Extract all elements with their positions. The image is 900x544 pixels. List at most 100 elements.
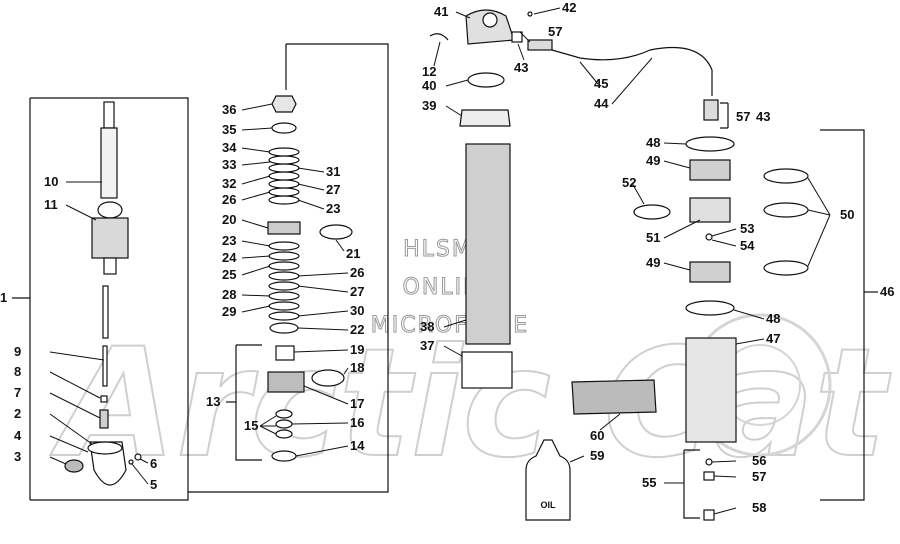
- ld-59: [569, 455, 585, 463]
- ld-18: [343, 367, 349, 375]
- callout-23a: 23: [326, 201, 340, 216]
- callout-3: 3: [14, 449, 21, 464]
- ld-26b: [297, 272, 349, 277]
- ld-33: [241, 161, 271, 166]
- watermark-logo-text: Arctic Cat: [50, 317, 892, 491]
- callout-26a: 26: [222, 192, 236, 207]
- ld-36: [241, 103, 273, 111]
- shim-24: [268, 251, 300, 261]
- body-38: [465, 143, 511, 345]
- callout-33: 33: [222, 157, 236, 172]
- ld-29: [241, 305, 271, 313]
- ld-35: [241, 127, 273, 131]
- ld-53: [711, 228, 737, 237]
- callout-19: 19: [350, 342, 364, 357]
- callout-27b: 27: [350, 284, 364, 299]
- ring-52: [633, 204, 671, 220]
- callout-21: 21: [346, 246, 360, 261]
- callout-26b: 26: [350, 265, 364, 280]
- callout-38: 38: [420, 319, 434, 334]
- callout-29: 29: [222, 304, 236, 319]
- callout-44: 44: [594, 96, 609, 111]
- shim-30: [268, 311, 300, 321]
- ld-60: [599, 413, 621, 431]
- callout-60: 60: [590, 428, 604, 443]
- bumper-19: [275, 345, 295, 361]
- ld-32: [241, 175, 271, 185]
- callout-31: 31: [326, 164, 340, 179]
- sleeve-37: [461, 351, 513, 389]
- callout-46: 46: [880, 284, 894, 299]
- callout-37: 37: [420, 338, 434, 353]
- callout-16: 16: [350, 415, 364, 430]
- hose-45: [551, 46, 713, 96]
- seal-16c: [275, 429, 293, 439]
- callout-25: 25: [222, 267, 236, 282]
- callout-49a: 49: [646, 153, 660, 168]
- bracket-group-55: [683, 449, 700, 519]
- ld-20: [241, 219, 269, 229]
- callout-7: 7: [14, 385, 21, 400]
- ld-3: [49, 456, 67, 465]
- callout-32: 32: [222, 176, 236, 191]
- ld-5: [131, 463, 149, 485]
- ld-12: [433, 41, 441, 67]
- eyelet-top: [87, 441, 123, 455]
- shim-26: [268, 187, 300, 197]
- callout-48a: 48: [646, 135, 660, 150]
- callout-36: 36: [222, 102, 236, 117]
- ld-45: [579, 61, 599, 85]
- pin-9: [102, 345, 108, 387]
- callout-28: 28: [222, 287, 236, 302]
- ld-23a: [297, 199, 325, 210]
- callout-53: 53: [740, 221, 754, 236]
- callout-10: 10: [44, 174, 58, 189]
- collar-39: [459, 109, 511, 127]
- callout-43b: 43: [756, 109, 770, 124]
- ld-16: [291, 422, 349, 425]
- bracket-43b: [720, 102, 729, 129]
- washer-40: [467, 72, 505, 88]
- eyelet-hole: [482, 12, 498, 28]
- callout-11: 11: [44, 197, 58, 212]
- ld-28: [241, 294, 271, 297]
- callout-40: 40: [422, 78, 436, 93]
- callout-52: 52: [622, 175, 636, 190]
- shaft-10: [100, 127, 118, 199]
- oil-label: OIL: [541, 500, 557, 510]
- ld-6: [139, 458, 149, 464]
- callout-2: 2: [14, 406, 21, 421]
- ld-31: [297, 167, 325, 173]
- callout-8: 8: [14, 364, 21, 379]
- shim-23b: [268, 241, 300, 251]
- callout-57c: 57: [752, 469, 766, 484]
- valve-57c: [703, 471, 715, 481]
- cap-58: [703, 509, 715, 521]
- seal-16b: [275, 419, 293, 429]
- ld-11: [65, 204, 97, 221]
- ball-8: [100, 395, 108, 403]
- pin-53: [705, 233, 713, 241]
- callout-48b: 48: [766, 311, 780, 326]
- ring-50a: [763, 168, 809, 184]
- callout-34: 34: [222, 140, 237, 155]
- callout-labels: 1 2 3 4 5 6 7 8 9 10 11 12 13 14 15 16 1…: [0, 0, 894, 515]
- ring-50b: [763, 202, 809, 218]
- callout-5: 5: [150, 477, 157, 492]
- ld-22: [297, 327, 349, 331]
- shaft-collar: [97, 201, 123, 219]
- callout-57b: 57: [736, 109, 750, 124]
- ld-58: [713, 507, 737, 515]
- ring-21: [319, 224, 353, 240]
- callout-42: 42: [562, 0, 576, 15]
- port-43: [511, 31, 523, 43]
- ld-49b: [663, 262, 691, 271]
- washer-14: [271, 450, 297, 462]
- ld-40: [445, 79, 469, 87]
- ring-48a: [685, 136, 735, 152]
- ld-9: [49, 351, 105, 361]
- ld-2: [49, 413, 93, 445]
- ld-50: [807, 177, 831, 267]
- callout-9: 9: [14, 344, 21, 359]
